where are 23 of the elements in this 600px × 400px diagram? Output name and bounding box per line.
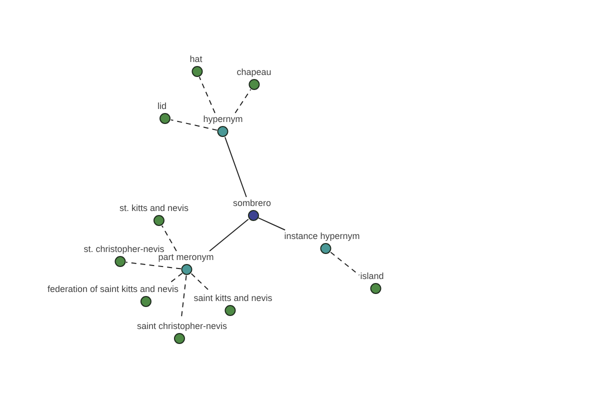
node-label: federation of saint kitts and nevis bbox=[47, 284, 179, 294]
connector-line bbox=[209, 218, 249, 252]
node-label: saint kitts and nevis bbox=[194, 293, 272, 303]
dashed-connector-line bbox=[330, 252, 360, 276]
node-label: st. kitts and nevis bbox=[119, 203, 189, 213]
dashed-connector-line bbox=[125, 262, 182, 270]
dashed-connector-line bbox=[170, 119, 218, 131]
node-label: st. christopher-nevis bbox=[84, 244, 164, 254]
connector-line bbox=[258, 217, 286, 230]
node-label: chapeau bbox=[236, 67, 272, 77]
node-label: saint christopher-nevis bbox=[136, 321, 228, 331]
node-label: instance hypernym bbox=[284, 231, 360, 241]
node-label: hypernym bbox=[203, 114, 243, 124]
node-label: lid bbox=[157, 101, 166, 111]
connector-line bbox=[224, 136, 247, 198]
node-label: hat bbox=[190, 54, 202, 64]
dashed-connector-line bbox=[161, 225, 177, 252]
dashed-connector-line bbox=[198, 76, 216, 114]
dashed-connector-line bbox=[234, 89, 252, 114]
node-label: sombrero bbox=[233, 198, 271, 208]
node-label: island bbox=[360, 271, 384, 281]
node-label: part meronym bbox=[158, 252, 214, 262]
dashed-connector-line bbox=[169, 272, 183, 284]
